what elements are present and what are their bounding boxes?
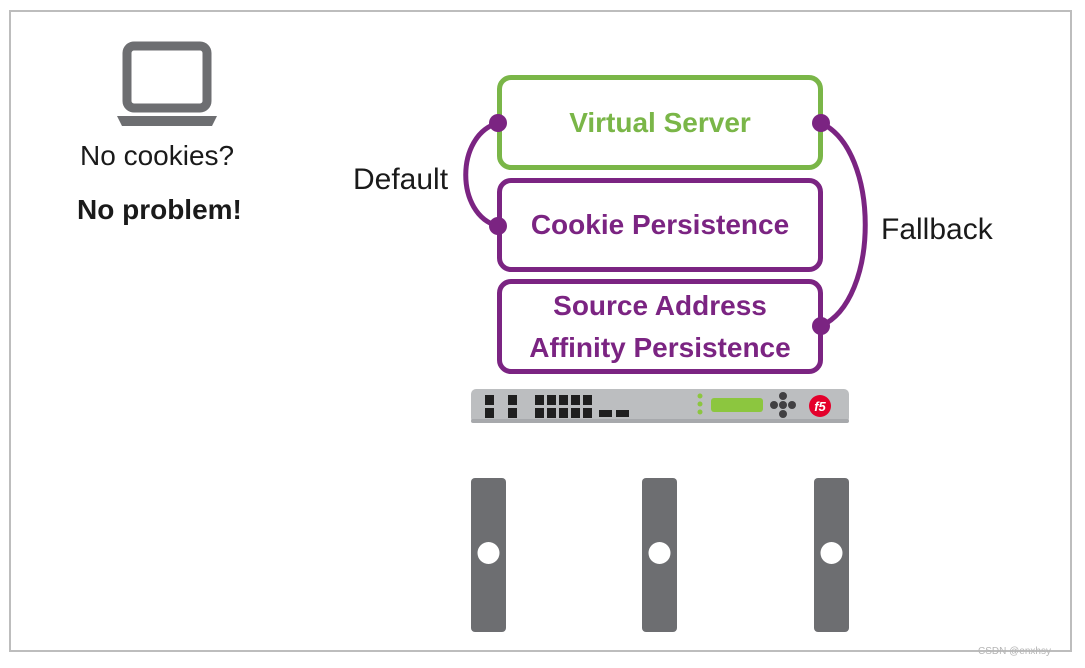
diagram-frame	[9, 10, 1072, 652]
virtual-server-box: Virtual Server	[497, 75, 823, 170]
source-address-label-line2: Affinity Persistence	[529, 331, 791, 363]
source-address-label-line1: Source Address	[553, 289, 767, 321]
virtual-server-label: Virtual Server	[569, 106, 751, 138]
client-answer: No problem!	[77, 194, 242, 225]
fallback-label: Fallback	[881, 213, 993, 246]
client-question: No cookies?	[80, 140, 235, 171]
source-address-persistence-box: Source Address Affinity Persistence	[497, 279, 823, 374]
default-label: Default	[353, 163, 449, 196]
watermark: CSDN @enxhsy	[978, 646, 1051, 657]
cookie-persistence-label: Cookie Persistence	[530, 209, 790, 240]
cookie-persistence-box: Cookie Persistence	[497, 178, 823, 272]
